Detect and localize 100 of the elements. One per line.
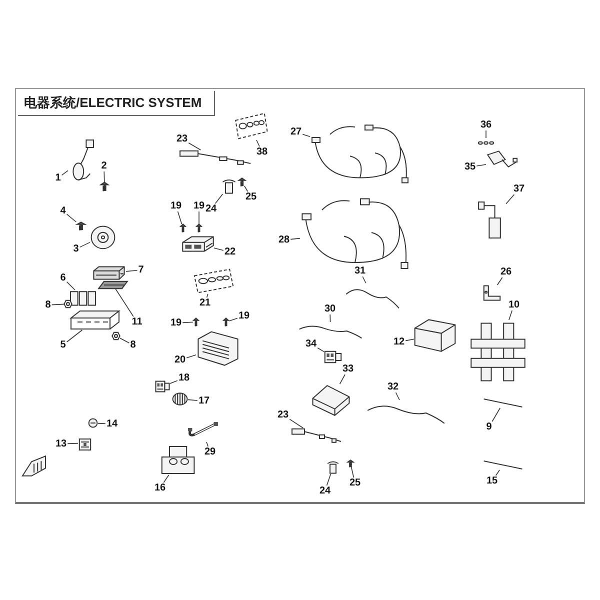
screw-drawing [223, 318, 229, 326]
leader-line [66, 330, 83, 342]
leader-line [67, 442, 78, 444]
leader-line [177, 211, 182, 224]
callout-number: 19 [169, 318, 183, 328]
callout-number: 20 [173, 354, 187, 366]
leader-line [326, 474, 332, 486]
callout-number: 28 [277, 234, 291, 246]
leader-line [66, 281, 76, 290]
leader-line [120, 338, 130, 344]
screw-drawing [180, 224, 186, 232]
callout-number: 34 [304, 338, 318, 350]
callout-number: 16 [153, 482, 167, 494]
rod-drawing [483, 460, 523, 470]
callout-number: 19 [169, 200, 183, 212]
leader-line [395, 392, 400, 400]
screw-drawing [193, 318, 199, 326]
callout-number: 33 [341, 364, 355, 374]
gasket-drawing [98, 281, 128, 289]
leader-line [214, 248, 224, 251]
callout-number: 11 [130, 316, 144, 328]
leader-line [206, 294, 208, 298]
leader-line [330, 314, 331, 322]
leader-line [290, 238, 300, 240]
leader-line [115, 288, 134, 317]
connector-drawing [324, 350, 342, 364]
callout-number: 5 [59, 340, 67, 350]
callout-number: 23 [175, 134, 189, 144]
leader-line [188, 142, 202, 150]
battery-holder-drawing [470, 320, 526, 384]
screw-drawing [238, 178, 246, 186]
callout-number: 8 [129, 340, 137, 350]
leader-line [317, 348, 324, 352]
rod-drawing [483, 398, 523, 408]
callout-number: 17 [197, 396, 211, 406]
leader-line [476, 164, 486, 166]
leader-line [61, 170, 68, 176]
callout-number: 2 [100, 160, 108, 172]
leader-line [495, 470, 500, 476]
callout-number: 36 [479, 120, 493, 130]
leader-line [198, 211, 200, 224]
callout-number: 18 [177, 372, 191, 384]
callout-number: 25 [348, 478, 362, 488]
leader-line [214, 194, 224, 204]
screw-drawing [196, 224, 202, 232]
callout-number: 32 [386, 382, 400, 392]
callout-number: 23 [276, 410, 290, 420]
connector-drawing [155, 380, 170, 393]
leader-line [228, 318, 238, 322]
callout-number: 38 [255, 146, 269, 158]
leader-line [302, 134, 310, 137]
callout-number: 29 [203, 446, 217, 458]
callout-number: 9 [485, 422, 493, 432]
callout-number: 1 [54, 172, 62, 184]
leader-line [51, 304, 64, 306]
leader-line [79, 242, 90, 248]
leader-line [66, 214, 77, 222]
callout-number: 24 [318, 486, 332, 496]
leader-line [170, 380, 178, 384]
callout-number: 6 [59, 272, 67, 284]
leader-line [163, 474, 170, 483]
callout-number: 15 [485, 476, 499, 486]
leader-line [506, 194, 515, 204]
nut-drawing [64, 300, 72, 308]
regulator-drawing [196, 330, 240, 366]
callout-number: 7 [137, 264, 145, 276]
control-unit-drawing [182, 236, 214, 252]
callout-number: 3 [72, 244, 80, 254]
callout-number: 22 [223, 246, 237, 258]
spark-plug-cap-drawing [327, 460, 339, 474]
callout-number: 24 [204, 204, 218, 214]
leader-line [256, 140, 260, 147]
screw-drawing [76, 222, 86, 230]
callout-number: 25 [244, 192, 258, 202]
callout-number: 19 [237, 310, 251, 322]
screw-drawing [100, 182, 109, 191]
callout-number: 10 [507, 300, 521, 310]
leader-line [362, 276, 366, 284]
leader-line [206, 442, 208, 447]
leader-line [182, 322, 194, 324]
callout-number: 8 [44, 300, 52, 310]
ignition-cable-drawing [292, 428, 342, 446]
ignition-cable-drawing [180, 150, 252, 168]
callout-number: 12 [392, 336, 406, 348]
leader-line [492, 408, 500, 422]
leader-line [186, 354, 196, 358]
leader-line [104, 171, 105, 182]
leader-line [508, 310, 512, 320]
coupler-drawing [172, 392, 188, 406]
callout-number: 26 [499, 266, 513, 278]
leader-line [339, 374, 346, 384]
leader-line [188, 399, 198, 401]
leader-line [126, 270, 138, 272]
callout-number: 19 [192, 200, 206, 212]
callout-number: 37 [512, 184, 526, 194]
leader-line [244, 186, 248, 192]
callout-number: 27 [289, 126, 303, 138]
relay-drawing [70, 290, 96, 306]
fuse-cover-drawing [92, 266, 126, 280]
callout-number: 31 [353, 266, 367, 276]
